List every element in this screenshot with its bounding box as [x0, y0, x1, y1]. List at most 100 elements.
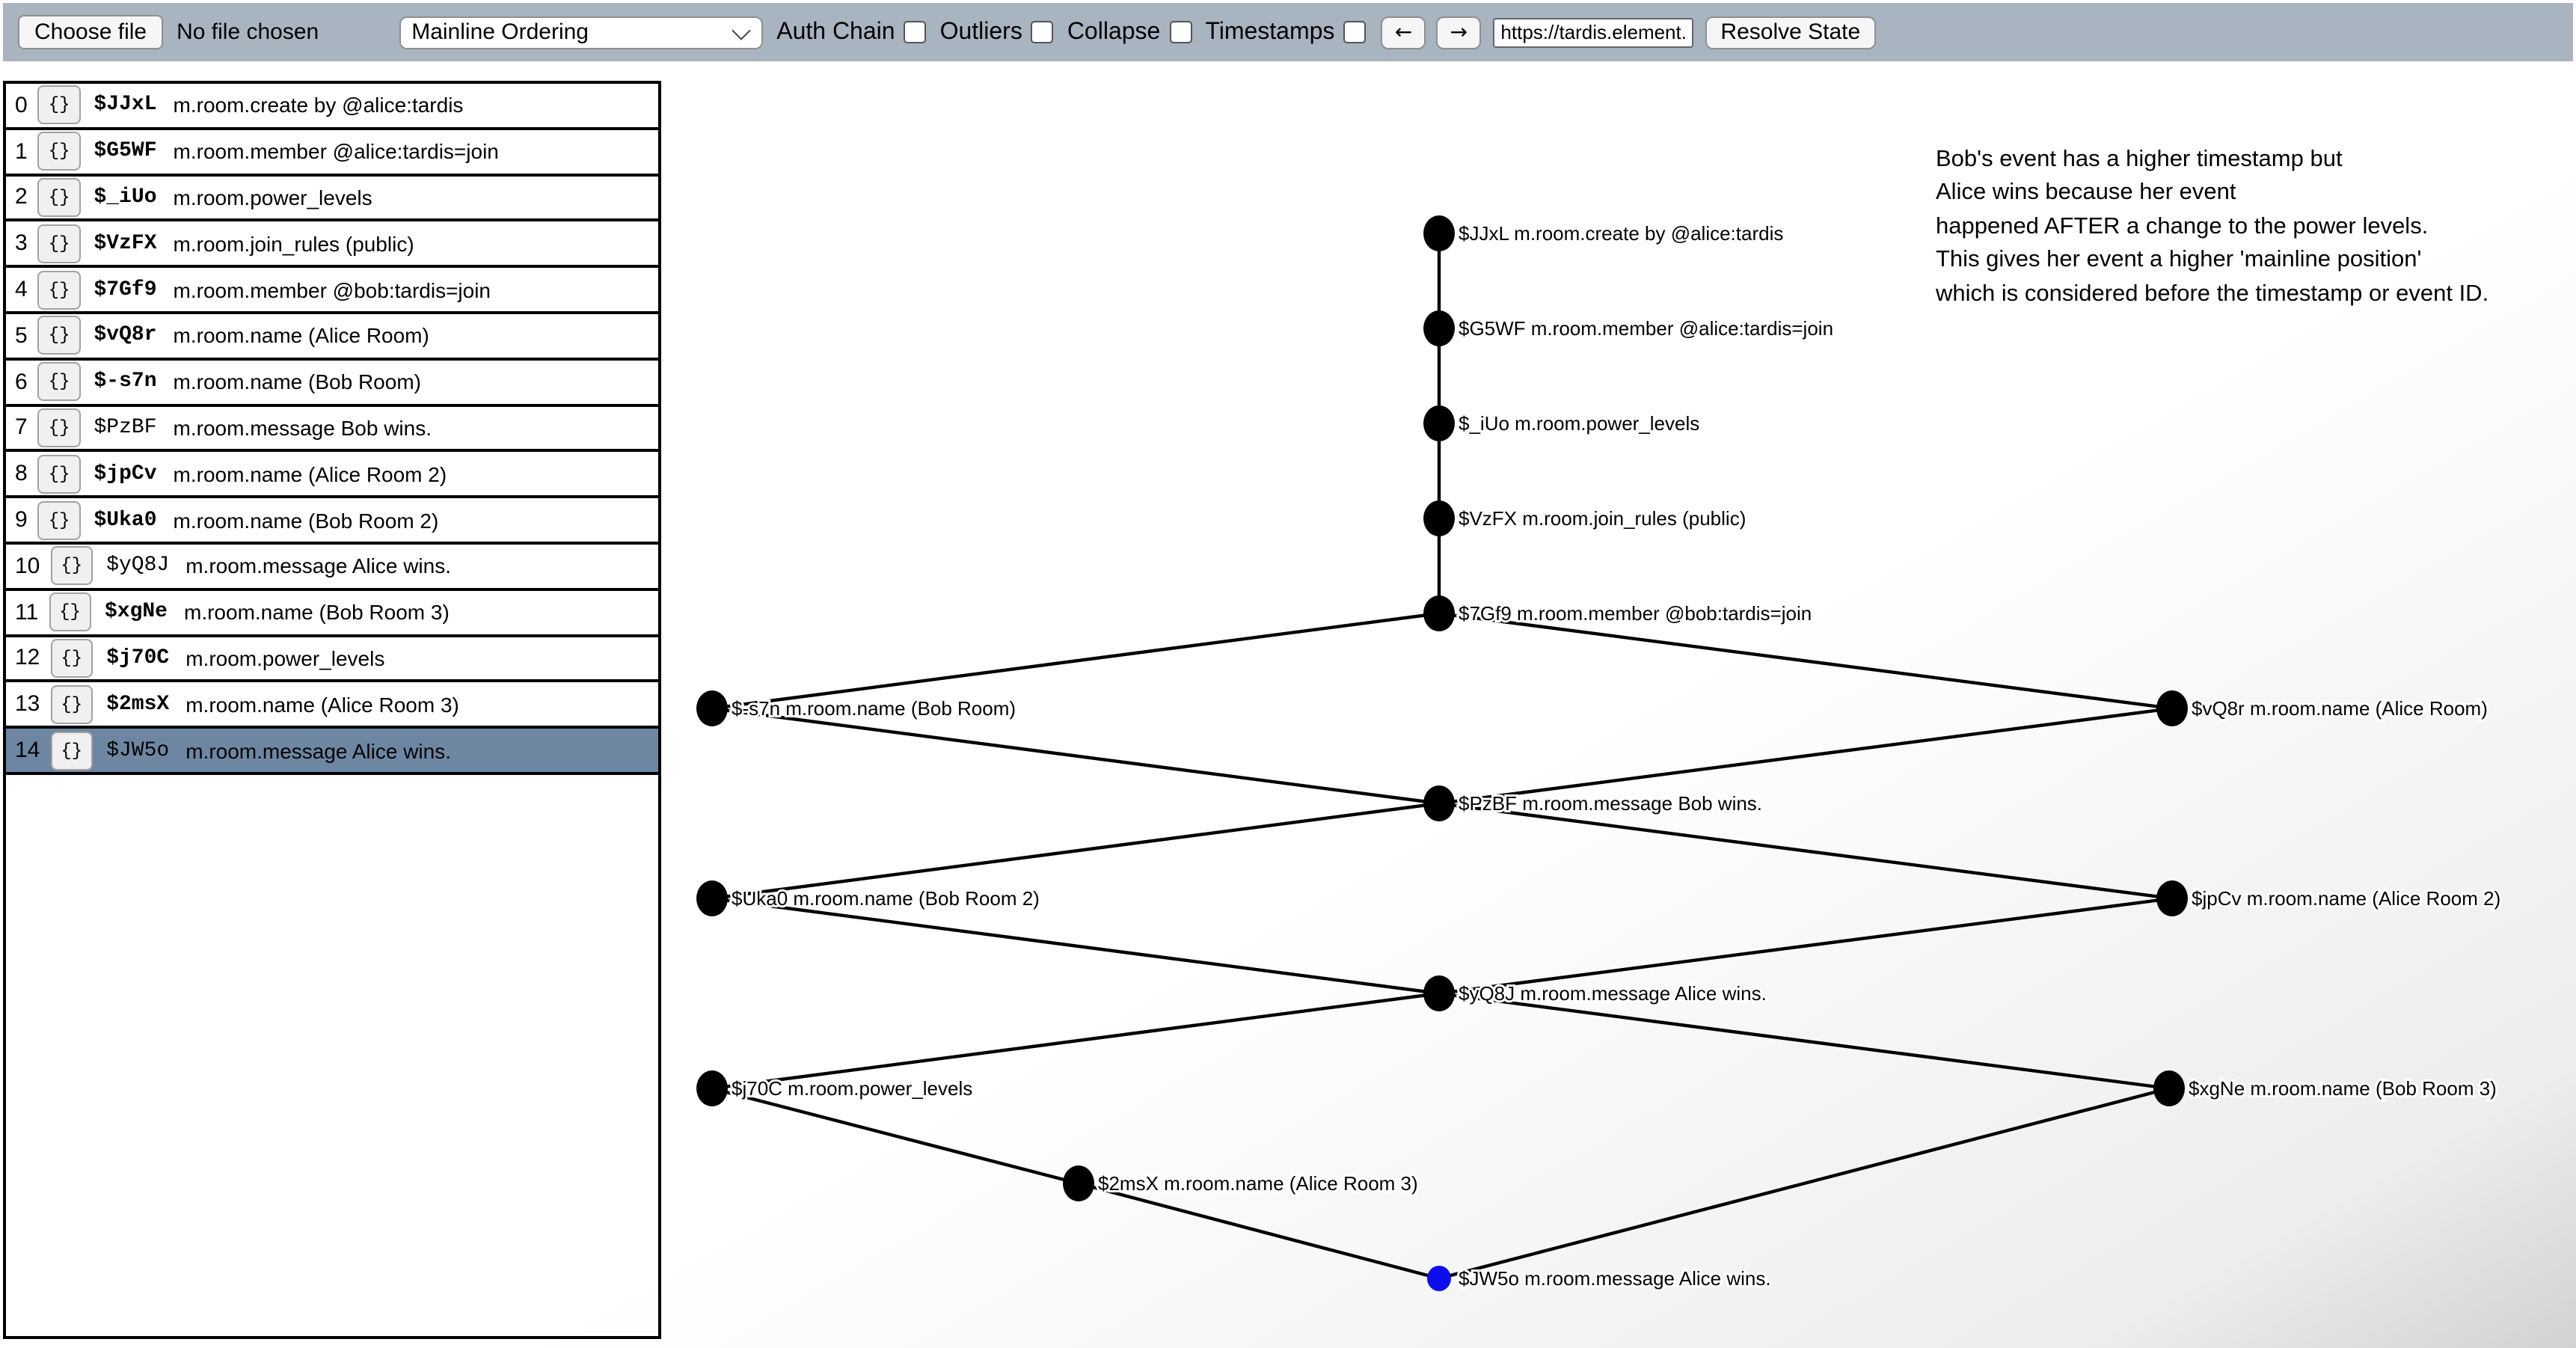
event-id: $yQ8J: [106, 554, 170, 578]
view-json-button[interactable]: {}: [50, 546, 93, 586]
ordering-select[interactable]: Mainline Ordering: [399, 16, 764, 49]
collapse-checkbox[interactable]: [1169, 21, 1192, 43]
event-row[interactable]: 8 {} $jpCv m.room.name (Alice Room 2): [6, 453, 658, 499]
event-node[interactable]: [696, 880, 728, 916]
event-row[interactable]: 14 {} $JW5o m.room.message Alice wins.: [6, 729, 658, 775]
event-node[interactable]: [1423, 595, 1455, 631]
view-json-button[interactable]: {}: [37, 362, 81, 402]
event-id: $_iUo: [93, 185, 157, 209]
event-node[interactable]: [1063, 1165, 1094, 1201]
graph-edge: [711, 1086, 1079, 1186]
event-index: 6: [15, 369, 28, 395]
event-description: m.room.name (Bob Room): [173, 370, 421, 394]
event-id: $PzBF: [93, 415, 157, 440]
event-node-label: $xgNe m.room.name (Bob Room 3): [2189, 1077, 2497, 1100]
event-description: m.room.name (Bob Room 3): [184, 600, 450, 625]
graph-edge: [711, 896, 1440, 996]
resolve-state-button[interactable]: Resolve State: [1705, 16, 1876, 49]
toolbar: Choose file No file chosen Mainline Orde…: [3, 3, 2573, 61]
annotation-text: Bob's event has a higher timestamp but A…: [1936, 144, 2488, 311]
event-id: $xgNe: [104, 600, 168, 625]
event-node[interactable]: [1427, 1266, 1451, 1291]
timestamps-checkbox[interactable]: [1343, 21, 1367, 43]
view-json-button[interactable]: {}: [49, 592, 91, 632]
graph-edge: [1438, 1086, 2170, 1281]
annotation-line: which is considered before the timestamp…: [1936, 281, 2489, 307]
annotation-line: This gives her event a higher 'mainline …: [1936, 247, 2422, 273]
event-row[interactable]: 0 {} $JJxL m.room.create by @alice:tardi…: [6, 84, 658, 130]
event-row[interactable]: 9 {} $Uka0 m.room.name (Bob Room 2): [6, 498, 658, 545]
event-description: m.room.message Bob wins.: [173, 415, 432, 440]
view-json-button[interactable]: {}: [37, 132, 81, 171]
choose-file-button[interactable]: Choose file: [18, 15, 164, 49]
event-id: $G5WF: [93, 139, 157, 164]
timestamps-label: Timestamps: [1205, 19, 1335, 44]
event-node-label: $j70C m.room.power_levels: [732, 1077, 972, 1100]
event-node[interactable]: [2156, 880, 2188, 916]
view-json-button[interactable]: {}: [37, 316, 81, 355]
event-row[interactable]: 5 {} $vQ8r m.room.name (Alice Room): [6, 314, 658, 361]
view-json-button[interactable]: {}: [37, 454, 81, 494]
event-node-label: $2msX m.room.name (Alice Room 3): [1098, 1172, 1418, 1195]
event-row[interactable]: 13 {} $2msX m.room.name (Alice Room 3): [6, 683, 658, 729]
auth-chain-label: Auth Chain: [776, 19, 895, 44]
event-row[interactable]: 10 {} $yQ8J m.room.message Alice wins.: [6, 545, 658, 591]
event-id: $VzFX: [93, 231, 157, 256]
event-node[interactable]: [1423, 310, 1455, 346]
forward-button[interactable]: →: [1436, 16, 1482, 49]
outliers-checkbox[interactable]: [1031, 21, 1054, 43]
view-json-button[interactable]: {}: [37, 408, 81, 447]
view-json-button[interactable]: {}: [37, 85, 81, 125]
event-description: m.room.name (Alice Room 3): [185, 692, 459, 717]
event-node-label: $G5WF m.room.member @alice:tardis=join: [1459, 317, 1833, 340]
event-node[interactable]: [2156, 690, 2188, 726]
event-index: 8: [15, 461, 28, 487]
event-description: m.room.member @bob:tardis=join: [173, 278, 491, 302]
view-json-button[interactable]: {}: [37, 224, 81, 263]
event-row[interactable]: 4 {} $7Gf9 m.room.member @bob:tardis=joi…: [6, 268, 658, 314]
annotation-line: Alice wins because her event: [1936, 180, 2236, 206]
event-node[interactable]: [1423, 215, 1455, 251]
event-row[interactable]: 1 {} $G5WF m.room.member @alice:tardis=j…: [6, 130, 658, 177]
auth-chain-checkbox[interactable]: [904, 21, 927, 43]
event-description: m.room.name (Bob Room 2): [173, 508, 439, 533]
event-index: 9: [15, 507, 28, 533]
event-index: 12: [15, 645, 40, 671]
event-row[interactable]: 7 {} $PzBF m.room.message Bob wins.: [6, 406, 658, 453]
view-json-button[interactable]: {}: [37, 177, 81, 217]
event-node[interactable]: [2153, 1070, 2185, 1106]
annotation-line: happened AFTER a change to the power lev…: [1936, 213, 2429, 239]
event-list-panel: 0 {} $JJxL m.room.create by @alice:tardi…: [3, 81, 661, 1339]
event-node[interactable]: [1423, 975, 1455, 1011]
event-node[interactable]: [696, 1070, 728, 1106]
event-id: $2msX: [106, 692, 170, 717]
event-row[interactable]: 2 {} $_iUo m.room.power_levels: [6, 176, 658, 222]
event-description: m.room.create by @alice:tardis: [173, 93, 464, 117]
view-json-button[interactable]: {}: [50, 638, 93, 678]
event-index: 2: [15, 184, 28, 210]
view-json-button[interactable]: {}: [37, 500, 81, 540]
graph-edge: [1438, 896, 2173, 996]
event-row[interactable]: 3 {} $VzFX m.room.join_rules (public): [6, 222, 658, 269]
event-node[interactable]: [1423, 405, 1455, 441]
event-index: 11: [15, 599, 39, 625]
graph-edge: [711, 801, 1440, 901]
event-node[interactable]: [696, 690, 728, 726]
event-row[interactable]: 11 {} $xgNe m.room.name (Bob Room 3): [6, 591, 658, 637]
event-description: m.room.message Alice wins.: [185, 738, 452, 763]
event-row[interactable]: 6 {} $-s7n m.room.name (Bob Room): [6, 361, 658, 407]
event-id: $vQ8r: [93, 323, 157, 348]
event-description: m.room.join_rules (public): [173, 231, 414, 256]
event-node[interactable]: [1423, 785, 1455, 821]
event-node[interactable]: [1423, 500, 1455, 536]
event-index: 4: [15, 277, 28, 303]
event-row[interactable]: 12 {} $j70C m.room.power_levels: [6, 637, 658, 683]
event-node-label: $jpCv m.room.name (Alice Room 2): [2192, 887, 2500, 910]
event-node-label: $-s7n m.room.name (Bob Room): [732, 697, 1016, 720]
server-url-input[interactable]: [1493, 17, 1694, 47]
view-json-button[interactable]: {}: [37, 270, 81, 310]
view-json-button[interactable]: {}: [50, 731, 93, 770]
back-button[interactable]: ←: [1381, 16, 1426, 49]
view-json-button[interactable]: {}: [50, 684, 93, 724]
